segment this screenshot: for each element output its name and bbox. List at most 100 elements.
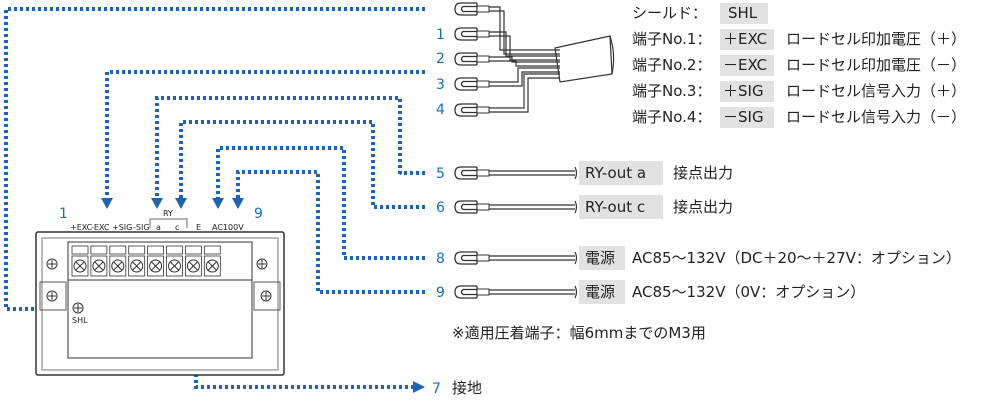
- device-label-5: a: [156, 223, 161, 232]
- out-tag-bg-6: [579, 195, 663, 219]
- mount-right: [253, 281, 281, 311]
- top-lugs: [454, 2, 490, 117]
- terminal-screw-4: [128, 245, 146, 277]
- device-labels: +EXC-EXC+SIG-SIG a c E AC100V: [70, 223, 244, 232]
- out-num-6: 6: [436, 200, 445, 216]
- cable-sheath-end: [609, 35, 615, 75]
- legend-desc-4: ロードセル信号入力（－）: [786, 108, 966, 126]
- lug-4: [454, 103, 490, 117]
- terminal-screw-5: [147, 245, 165, 277]
- device-label-3: +SIG: [112, 223, 132, 232]
- ground-num: 7: [432, 381, 441, 397]
- out-tag-6: RY-out c: [585, 198, 645, 216]
- wire-lug-4: [489, 73, 560, 109]
- legend-prefix-2: 端子No.2：: [632, 56, 711, 74]
- out-num-9: 9: [436, 285, 445, 301]
- legend-prefix-3: 端子No.3：: [632, 82, 711, 100]
- legend-tag-bg-1: [720, 29, 774, 50]
- ground-label: 接地: [452, 379, 482, 397]
- legend-prefix-4: 端子No.4：: [632, 108, 711, 126]
- output-legend: RY-out a 接点出力 RY-out c 接点出力 電源 AC85～132V…: [579, 161, 961, 304]
- mount-left: [39, 281, 67, 311]
- device-label-2: -EXC: [91, 223, 110, 232]
- legend-tag-4: －SIG: [723, 108, 764, 126]
- lug-3: [454, 77, 490, 91]
- out-desc-8: AC85～132V（DC＋20～＋27V：オプション）: [632, 249, 961, 267]
- ry-label: RY: [163, 209, 173, 218]
- wire-lug-1: [489, 31, 560, 57]
- screw-left-top: [46, 258, 58, 270]
- lug-8: [454, 251, 490, 265]
- terminal-screw-2: [90, 245, 108, 277]
- legend-tag-bg-4: [720, 107, 774, 128]
- path-ry-c: [179, 120, 425, 209]
- device-label-8: AC100V: [212, 223, 244, 232]
- lug-2: [454, 52, 490, 66]
- lug-9: [454, 285, 490, 299]
- terminal-legend: シールド： SHL 端子No.1： ＋EXC ロードセル印加電圧（＋） 端子No…: [632, 3, 966, 128]
- lug-5: [454, 166, 490, 180]
- top-wires: [489, 6, 560, 113]
- term-num-4: 4: [436, 102, 445, 118]
- terminal-cover: [67, 279, 253, 359]
- path-sig-plus: [155, 96, 402, 198]
- arrow-ac-2: [232, 198, 244, 209]
- screw-right-top: [256, 258, 268, 270]
- terminal-screws: [71, 245, 221, 277]
- wire-b-lug-2: [489, 60, 560, 67]
- terminal-screw-8: [203, 245, 221, 277]
- output-lugs: [454, 166, 578, 299]
- crimp-note: ※適用圧着端子：幅6mmまでのM3用: [452, 324, 706, 342]
- legend-prefix-1: 端子No.1：: [632, 30, 711, 48]
- wire-lug-3: [489, 67, 560, 83]
- device-label-7: E: [196, 223, 201, 232]
- path-ac-1: [216, 146, 425, 260]
- legend-desc-3: ロードセル信号入力（＋）: [786, 82, 966, 100]
- screw-left-mount: [46, 290, 58, 302]
- legend-tag-2: －EXC: [723, 56, 767, 74]
- terminal-screw-7: [184, 245, 202, 277]
- device-label-1: +EXC: [70, 223, 93, 232]
- ry-bracket: [149, 218, 188, 228]
- shl-screw: [72, 302, 84, 314]
- lug-shield: [454, 2, 490, 16]
- out-num-8: 8: [436, 251, 445, 267]
- arrow-ground: [413, 381, 425, 393]
- cable-sheath: [554, 35, 613, 83]
- out-tag-bg-5: [579, 161, 663, 185]
- terminal-screw-3: [109, 245, 127, 277]
- legend-tag-bg-2: [720, 55, 774, 76]
- device-start-num: 1: [59, 206, 68, 222]
- wire-b-lug-1: [489, 35, 560, 61]
- out-num-5: 5: [436, 166, 445, 182]
- arrow-sig-plus: [151, 198, 163, 209]
- out-tag-5: RY-out a: [585, 164, 646, 182]
- terminal-screw-1: [71, 245, 89, 277]
- lug-1: [454, 27, 490, 41]
- out-tag-8: 電源: [585, 249, 615, 267]
- screw-right-mount: [260, 290, 272, 302]
- wire-lug-2: [489, 56, 560, 63]
- device-end-num: 9: [254, 206, 263, 222]
- device-label-6: c: [175, 223, 179, 232]
- out-tag-bg-8: [579, 246, 625, 270]
- out-desc-5: 接点出力: [673, 164, 733, 182]
- device-inner-frame: [41, 237, 279, 371]
- out-tag-bg-9: [579, 280, 625, 304]
- arrow-ac-1: [212, 198, 224, 209]
- out-desc-6: 接点出力: [673, 198, 733, 216]
- legend-tag-1: ＋EXC: [723, 30, 767, 48]
- term-num-2: 2: [436, 51, 445, 67]
- path-exc-plus: [105, 70, 425, 198]
- legend-desc-1: ロードセル印加電圧（＋）: [786, 30, 966, 48]
- legend-desc-2: ロードセル印加電圧（－）: [786, 56, 966, 74]
- legend-tag-shl: SHL: [728, 4, 758, 22]
- legend-tag-3: ＋SIG: [723, 82, 764, 100]
- legend-prefix-shl: シールド：: [632, 4, 707, 22]
- terminal-screw-6: [166, 245, 183, 277]
- cable-top: [454, 2, 615, 117]
- device-label-4: -SIG: [133, 223, 150, 232]
- legend-tag-bg-3: [720, 81, 774, 102]
